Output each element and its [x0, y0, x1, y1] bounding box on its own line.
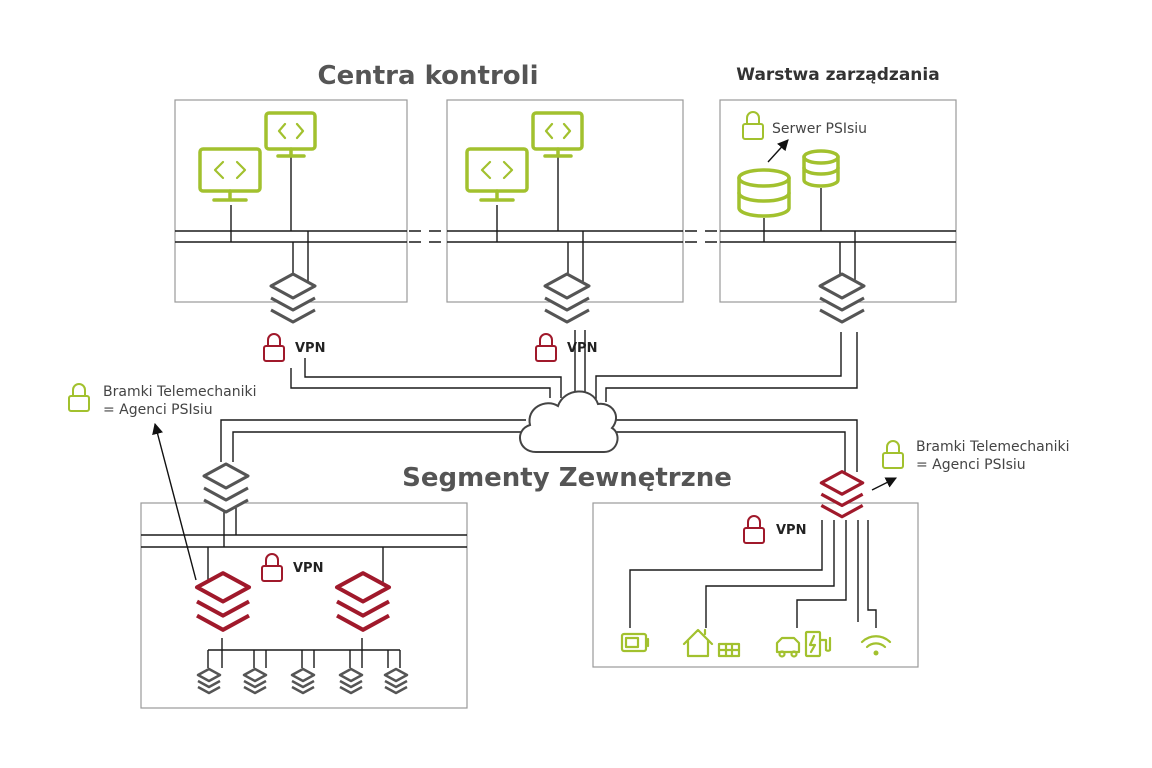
workstation-icon	[264, 111, 317, 158]
gateways-label-right-line1: Bramki Telemechaniki	[916, 439, 1069, 455]
layer-stack-icon	[202, 462, 250, 514]
layer-stack-icon	[818, 272, 866, 324]
device-drops	[230, 157, 822, 242]
vpn-label: VPN	[293, 561, 323, 576]
layer-stack-icon	[338, 667, 364, 695]
vpn-label: VPN	[776, 523, 806, 538]
management-layer-title: Warstwa zarządzania	[736, 65, 939, 85]
vpn-label: VPN	[567, 341, 597, 356]
gateways-label-left-line2: = Agenci PSIsiu	[103, 402, 213, 418]
layer-stack-icon	[242, 667, 268, 695]
house-solar-icon	[682, 628, 741, 658]
cloud-icon	[519, 390, 619, 453]
layer-stack-icon	[196, 667, 222, 695]
layer-stack-icon	[383, 667, 409, 695]
router-stack-left-gateway	[202, 462, 250, 514]
gateways-label-left-line1: Bramki Telemechaniki	[103, 384, 256, 400]
gateways-arrow-right	[871, 477, 898, 491]
lock-icon	[68, 383, 90, 412]
lock-icon	[743, 515, 765, 544]
gateways-label-right-line2: = Agenci PSIsiu	[916, 457, 1026, 473]
server-label: Serwer PSIsiu	[772, 121, 867, 137]
lock-icon	[882, 440, 904, 469]
layer-stack-icon	[290, 667, 316, 695]
workstation-icon	[465, 147, 529, 202]
router-stack-cc2	[543, 231, 591, 324]
red-agent-stack	[819, 469, 865, 519]
car-charger-icon	[775, 630, 832, 658]
layer-stack-icon	[269, 272, 317, 324]
lock-icon	[742, 111, 764, 140]
left-bus	[141, 505, 467, 582]
gateways-arrow-left	[152, 422, 197, 581]
external-segments-title: Segmenty Zewnętrzne	[402, 463, 732, 493]
server-arrow	[767, 139, 789, 163]
lock-icon	[261, 553, 283, 582]
router-stack-cc1	[269, 231, 317, 324]
workstation-icon	[198, 147, 262, 202]
vpn-label: VPN	[295, 341, 325, 356]
control-centers-title: Centra kontroli	[318, 61, 539, 91]
lock-icon	[535, 333, 557, 362]
external-segment-box-left	[140, 502, 468, 709]
red-agent-stack	[337, 573, 389, 630]
external-segment-box-right	[592, 502, 919, 668]
workstation-icon	[531, 111, 584, 158]
red-agent-stack	[197, 573, 249, 630]
cloud-links	[220, 330, 858, 472]
layer-stack-icon	[543, 272, 591, 324]
device-tree	[207, 638, 401, 668]
database-icon	[737, 168, 791, 218]
router-stack-mgmt	[818, 231, 866, 324]
top-bus	[175, 230, 956, 243]
database-icon	[802, 149, 840, 188]
lock-icon	[263, 333, 285, 362]
battery-icon	[620, 632, 650, 653]
wifi-icon	[860, 635, 892, 656]
right-segment-wires	[629, 520, 877, 628]
